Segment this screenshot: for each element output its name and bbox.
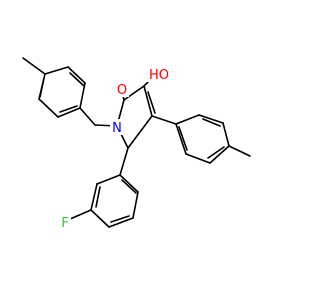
- ring3-bond-6: [96, 174, 121, 185]
- ring3-bond-3: [108, 217, 134, 228]
- ring1-bond-6: [57, 107, 81, 118]
- ring2-bond-5: [185, 153, 211, 164]
- ring3-bond-4: [90, 209, 110, 228]
- atom-ho-bg: [144, 66, 174, 82]
- atom-o-carbonyl-bg: [115, 81, 129, 97]
- atom-o-carbonyl: O: [117, 83, 127, 98]
- ring1-double-2: [39, 77, 45, 98]
- ring-bond-c2-c3: [123, 85, 145, 101]
- atom-label-layer: O HO N F: [59, 66, 174, 231]
- fluoro-bond: [69, 209, 92, 220]
- ring-bond-c3-c4: [143, 85, 153, 117]
- bond-layer: [22, 57, 251, 228]
- ring2-double-1: [202, 118, 221, 127]
- ring1-bond-3: [44, 66, 69, 75]
- ring3-bond-1: [119, 174, 139, 193]
- ring2-bond-1: [175, 114, 200, 125]
- atom-hydroxyl: HO: [149, 68, 169, 83]
- ring3-bond-2: [132, 191, 139, 219]
- molecule-structure: O HO N F: [22, 57, 251, 231]
- ring2-double-2: [207, 146, 225, 159]
- ring2-bond-6: [175, 123, 187, 155]
- ring1-methyl-bond: [22, 57, 46, 75]
- ring1-double-1: [69, 72, 85, 87]
- ring2-double-3: [178, 126, 188, 151]
- ring3-double-1: [121, 179, 137, 194]
- c3-c4-double: [147, 91, 156, 114]
- ring-bond-c4-c5: [127, 115, 153, 149]
- ring1-bond-5: [38, 98, 59, 118]
- c4-aryl-bond: [151, 115, 177, 125]
- ring2-methyl-bond: [228, 145, 251, 157]
- ring3-bond-5: [90, 183, 98, 211]
- ring2-bond-2: [198, 114, 224, 124]
- atom-n: N: [112, 121, 122, 136]
- ring3-double-3: [95, 186, 101, 208]
- c5-aryl-bond: [119, 147, 129, 176]
- atom-n-bg: [110, 119, 124, 135]
- atom-f-bg: [59, 214, 71, 230]
- ring2-bond-4: [209, 145, 230, 164]
- ring1-double-3: [59, 105, 78, 113]
- atom-f: F: [61, 216, 68, 231]
- ring1-bond-2: [67, 66, 86, 84]
- ring3-double-2: [110, 215, 130, 223]
- ch2-aryl-bond: [79, 107, 96, 126]
- ring2-bond-3: [222, 122, 230, 147]
- ring1-bond-1: [79, 82, 86, 109]
